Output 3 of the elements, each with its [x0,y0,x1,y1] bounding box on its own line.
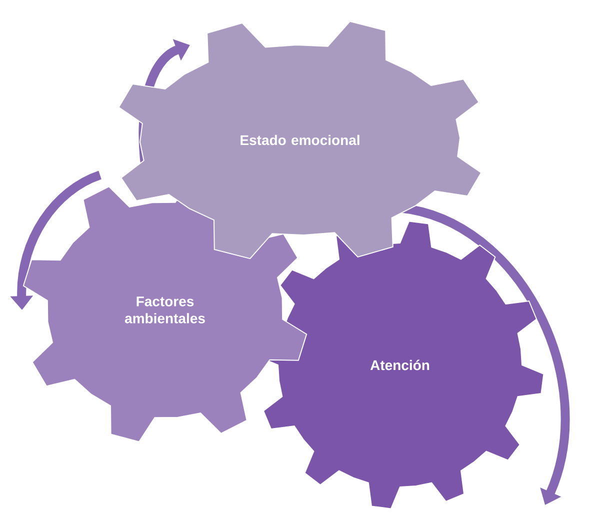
gear: Atención [256,220,544,510]
gear: Estado emocional [118,20,482,260]
gear: Factores ambientales [22,178,308,442]
